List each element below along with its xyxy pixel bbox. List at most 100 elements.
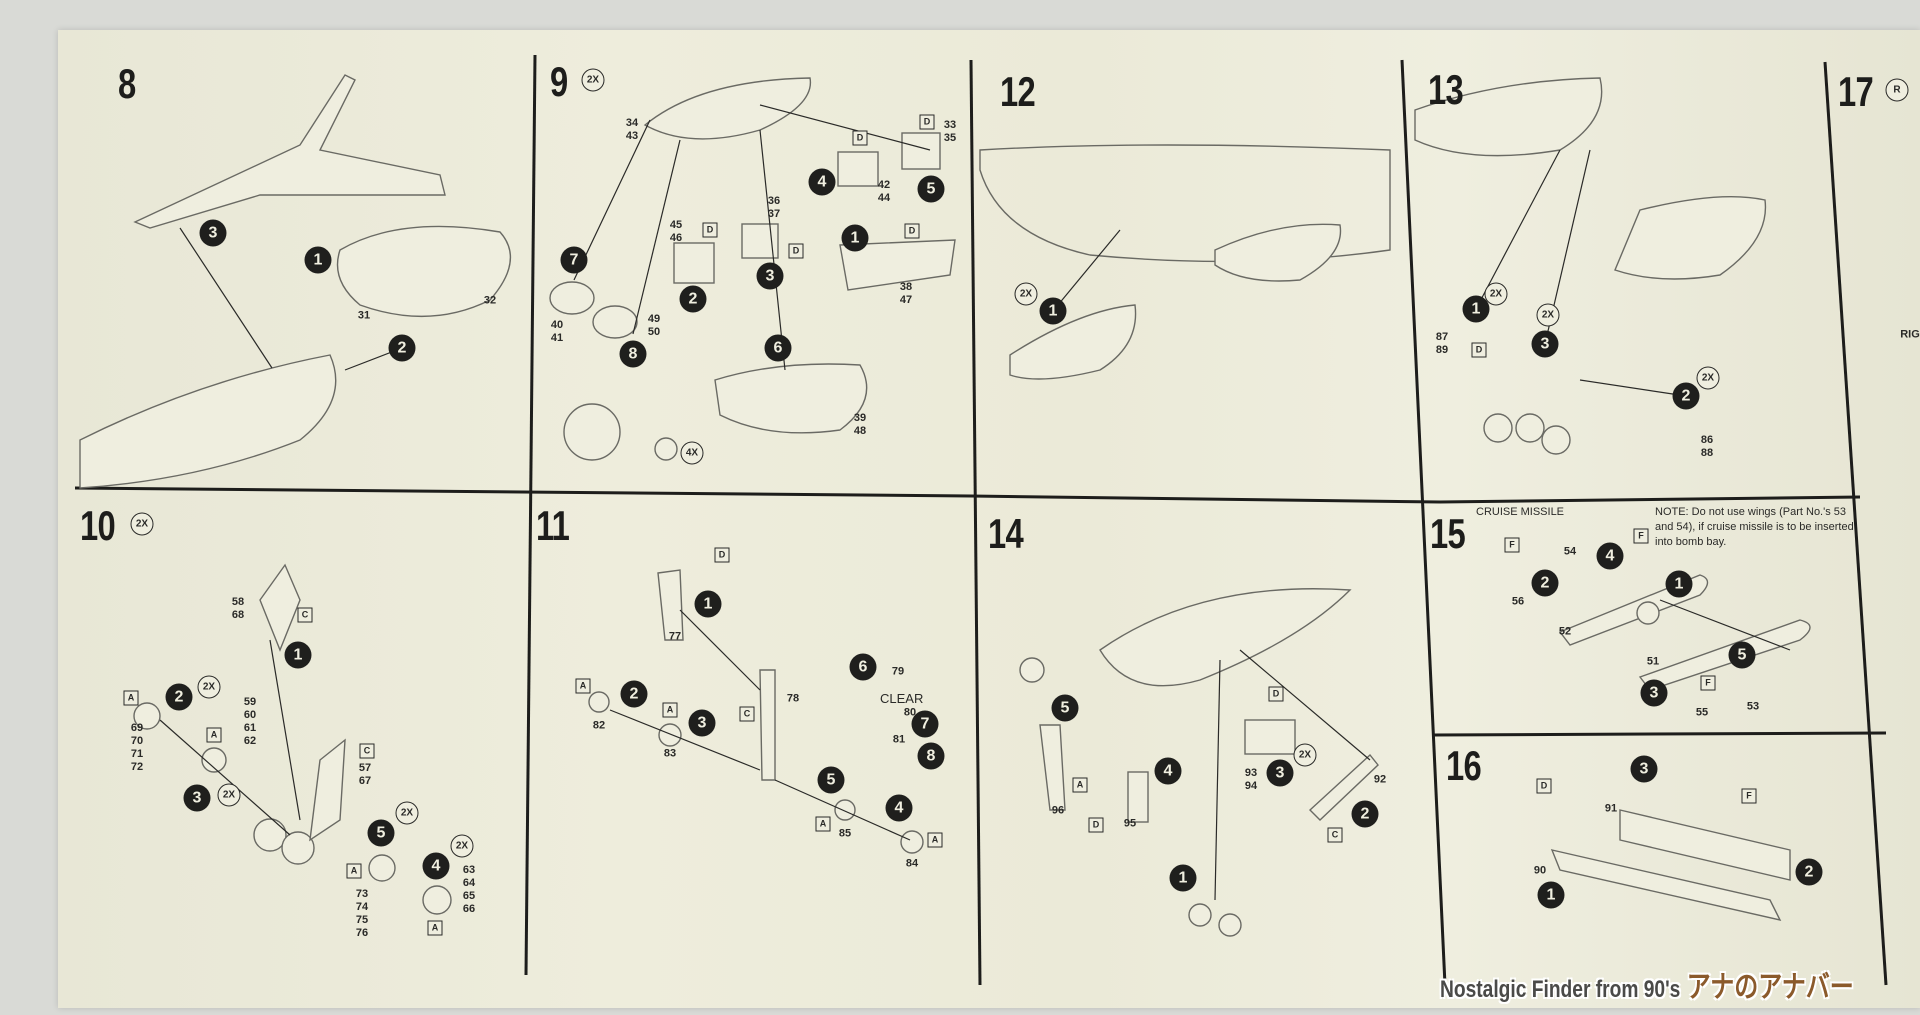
sprue-letter-box: A <box>427 920 443 936</box>
part-number: 45 46 <box>669 219 683 244</box>
callout-badge: 1 <box>841 224 869 252</box>
callout-badge: 4 <box>885 794 913 822</box>
callout-badge: 7 <box>560 246 588 274</box>
part-number: 63 64 65 66 <box>462 864 476 915</box>
callout-badge: 1 <box>1462 295 1490 323</box>
sprue-letter-box: A <box>346 863 362 879</box>
quantity-badge: 2X <box>1293 743 1317 767</box>
part-number: 93 94 <box>1244 767 1258 792</box>
part-number: 59 60 61 62 <box>243 696 257 747</box>
sprue-letter-box: F <box>1504 537 1520 553</box>
part-number: 42 44 <box>877 179 891 204</box>
step-number: 17 <box>1838 68 1874 115</box>
callout-badge: 3 <box>1630 755 1658 783</box>
part-number: 52 <box>1558 625 1572 638</box>
watermark-text: Nostalgic Finder from 90's <box>1440 976 1681 1003</box>
step-15-note: NOTE: Do not use wings (Part No.'s 53 an… <box>1655 506 1854 548</box>
callout-badge: 3 <box>1266 759 1294 787</box>
callout-badge: 1 <box>1039 297 1067 325</box>
callout-badge: 1 <box>304 246 332 274</box>
part-number: 85 <box>838 827 852 840</box>
callout-badge: 3 <box>756 262 784 290</box>
callout-badge: 2 <box>165 683 193 711</box>
quantity-badge: 2X <box>130 512 154 536</box>
callout-badge: 7 <box>911 710 939 738</box>
step-number: 13 <box>1428 66 1464 113</box>
watermark-logo: アナのアナバー <box>1686 971 1854 1004</box>
quantity-badge: R <box>1885 78 1909 102</box>
callout-badge: 3 <box>199 219 227 247</box>
part-number: 57 67 <box>358 762 372 787</box>
part-number: 54 <box>1563 545 1577 558</box>
callout-badge: 2 <box>620 680 648 708</box>
callout-badge: 3 <box>688 709 716 737</box>
part-number: 58 68 <box>231 596 245 621</box>
part-number: 83 <box>663 747 677 760</box>
sprue-letter-box: A <box>206 727 222 743</box>
part-number: 96 <box>1051 804 1065 817</box>
callout-badge: 3 <box>1531 330 1559 358</box>
sprue-letter-box: D <box>702 222 718 238</box>
part-number: 80 <box>903 706 917 719</box>
part-number: 34 43 <box>625 117 639 142</box>
part-number: 77 <box>668 630 682 643</box>
part-number: 79 <box>891 665 905 678</box>
part-number: 95 <box>1123 817 1137 830</box>
callout-badge: 5 <box>917 175 945 203</box>
sprue-letter-box: A <box>575 678 591 694</box>
callout-badge: 3 <box>183 784 211 812</box>
sprue-letter-box: F <box>1741 788 1757 804</box>
callout-badge: 4 <box>808 168 836 196</box>
step-15-title: CRUISE MISSILE <box>1476 506 1565 518</box>
sprue-letter-box: D <box>1088 817 1104 833</box>
callout-badge: 5 <box>1728 641 1756 669</box>
callout-badge: 1 <box>694 590 722 618</box>
step-number: 10 <box>80 502 116 549</box>
sprue-letter-box: C <box>359 743 375 759</box>
part-number: 36 37 <box>767 195 781 220</box>
callout-badge: 6 <box>849 653 877 681</box>
part-number: 82 <box>592 719 606 732</box>
part-number: 49 50 <box>647 313 661 338</box>
callout-badge: 2 <box>1351 800 1379 828</box>
part-number: RIG <box>1900 328 1920 341</box>
sprue-letter-box: F <box>1633 528 1649 544</box>
callout-badge: 5 <box>367 819 395 847</box>
sprue-letter-box: D <box>852 130 868 146</box>
callout-badge: 1 <box>284 641 312 669</box>
sprue-letter-box: D <box>1471 342 1487 358</box>
step-number: 8 <box>118 60 136 107</box>
part-number: 38 47 <box>899 281 913 306</box>
callout-badge: 2 <box>1795 858 1823 886</box>
step-number: 16 <box>1446 742 1482 789</box>
step-number: 15 <box>1430 510 1466 557</box>
quantity-badge: 2X <box>1014 282 1038 306</box>
part-number: 31 <box>357 309 371 322</box>
callout-badge: 2 <box>388 334 416 362</box>
sprue-letter-box: C <box>297 607 313 623</box>
part-number: 51 <box>1646 655 1660 668</box>
part-number: 39 48 <box>853 412 867 437</box>
part-number: 53 <box>1746 700 1760 713</box>
panel-borders <box>74 54 1888 986</box>
part-number: 73 74 75 76 <box>355 888 369 939</box>
callout-badge: 4 <box>1154 757 1182 785</box>
part-number: 84 <box>905 857 919 870</box>
quantity-badge: 2X <box>450 834 474 858</box>
part-number: 56 <box>1511 595 1525 608</box>
quantity-badge: 2X <box>581 68 605 92</box>
callout-badge: 3 <box>1640 679 1668 707</box>
part-number: 81 <box>892 733 906 746</box>
part-number: 33 35 <box>943 119 957 144</box>
sprue-letter-box: D <box>788 243 804 259</box>
callout-badge: 1 <box>1169 864 1197 892</box>
sprue-letter-box: A <box>815 816 831 832</box>
callout-badge: 1 <box>1537 881 1565 909</box>
sprue-letter-box: A <box>1072 777 1088 793</box>
callout-badge: 4 <box>422 852 450 880</box>
callout-badge: 6 <box>764 334 792 362</box>
callout-badge: 2 <box>1531 569 1559 597</box>
callout-badge: 2 <box>1672 382 1700 410</box>
quantity-badge: 2X <box>395 801 419 825</box>
sprue-letter-box: F <box>1700 675 1716 691</box>
